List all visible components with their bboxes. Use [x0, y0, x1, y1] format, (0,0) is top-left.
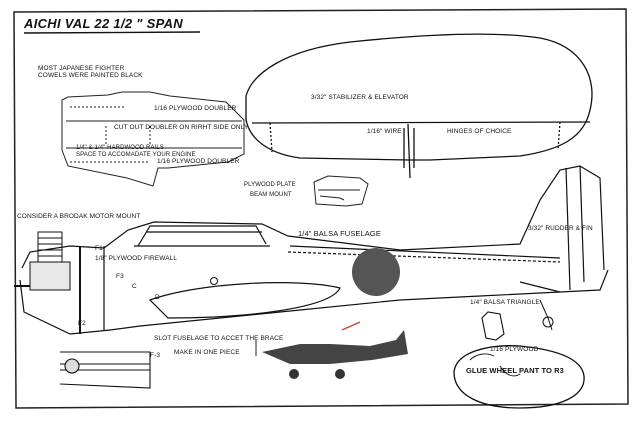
plywood-doubler-bottom-label: 1/16 PLYWOOD DOUBLER — [157, 158, 240, 165]
former-f3-part — [59, 351, 151, 389]
wheel-pant — [453, 345, 585, 409]
stabilizer-label: 3/32" STABILIZER & ELEVATOR — [311, 94, 409, 101]
wheel-pant-note: GLUE WHEEL PANT TO R3 — [466, 366, 564, 375]
rudder-fin-label: 3/32" RUDDER & FIN — [528, 225, 593, 232]
plywood-doubler-top-label: 1/16 PLYWOOD DOUBLER — [154, 105, 237, 112]
gear-strut — [481, 311, 505, 341]
engine — [14, 231, 71, 291]
engine-space-label: SPACE TO ACCOMADATE YOUR ENGINE — [76, 152, 196, 158]
former-f2-label: F2 — [78, 320, 86, 327]
aircraft-photo — [255, 321, 408, 379]
plan-title: AICHI VAL 22 1/2 " SPAN — [24, 16, 183, 31]
hardwood-rails-label: 1/4" & 1/4" HARDWOOD RAILS — [76, 145, 164, 151]
sheet-border — [13, 8, 629, 409]
tail-wheel — [539, 299, 554, 331]
beam-mount-line1: PLYWOOD PLATE — [244, 182, 296, 188]
brodak-note: CONSIDER A BRODAK MOTOR MOUNT — [17, 213, 141, 220]
former-f3b-label: F-3 — [150, 352, 161, 359]
former-d-label: D — [155, 294, 160, 301]
balsa-triangle-label: 1/4" BALSA TRIANGLE — [470, 299, 540, 306]
hinges-label: HINGES OF CHOICE — [447, 128, 512, 135]
plywood-bottom-label: 1/16 PLYWOOD — [490, 346, 539, 353]
doubler-panel — [61, 91, 245, 187]
beam-mount-line2: BEAM MOUNT — [250, 192, 292, 198]
balsa-fuselage-label: 1/4" BALSA FUSELAGE — [298, 229, 381, 238]
one-piece-note: MAKE IN ONE PIECE — [174, 349, 240, 356]
stabilizer-elevator — [245, 33, 593, 179]
hinomaru-roundel — [352, 248, 400, 296]
cut-out-label: CUT OUT DOUBLER ON RIRHT SIDE ONLY — [114, 124, 249, 131]
former-c-label: C — [132, 283, 137, 290]
slot-note: SLOT FUSELAGE TO ACCET THE BRACE — [154, 335, 284, 342]
cowl-note-line2: COWELS WERE PAINTED BLACK — [38, 72, 143, 79]
wire-label: 1/16" WIRE — [367, 128, 402, 135]
aircraft-code: AI-205 — [356, 334, 375, 340]
fuselage-side-view — [19, 165, 609, 335]
firewall-label: 1/8" PLYWOOD FIREWALL — [95, 255, 178, 262]
former-f1-label: F1 — [95, 245, 103, 252]
beam-mount-plate — [313, 175, 369, 207]
former-f3-label: F3 — [116, 273, 124, 280]
cowl-note-line1: MOST JAPANESE FIGHTER — [38, 65, 125, 72]
